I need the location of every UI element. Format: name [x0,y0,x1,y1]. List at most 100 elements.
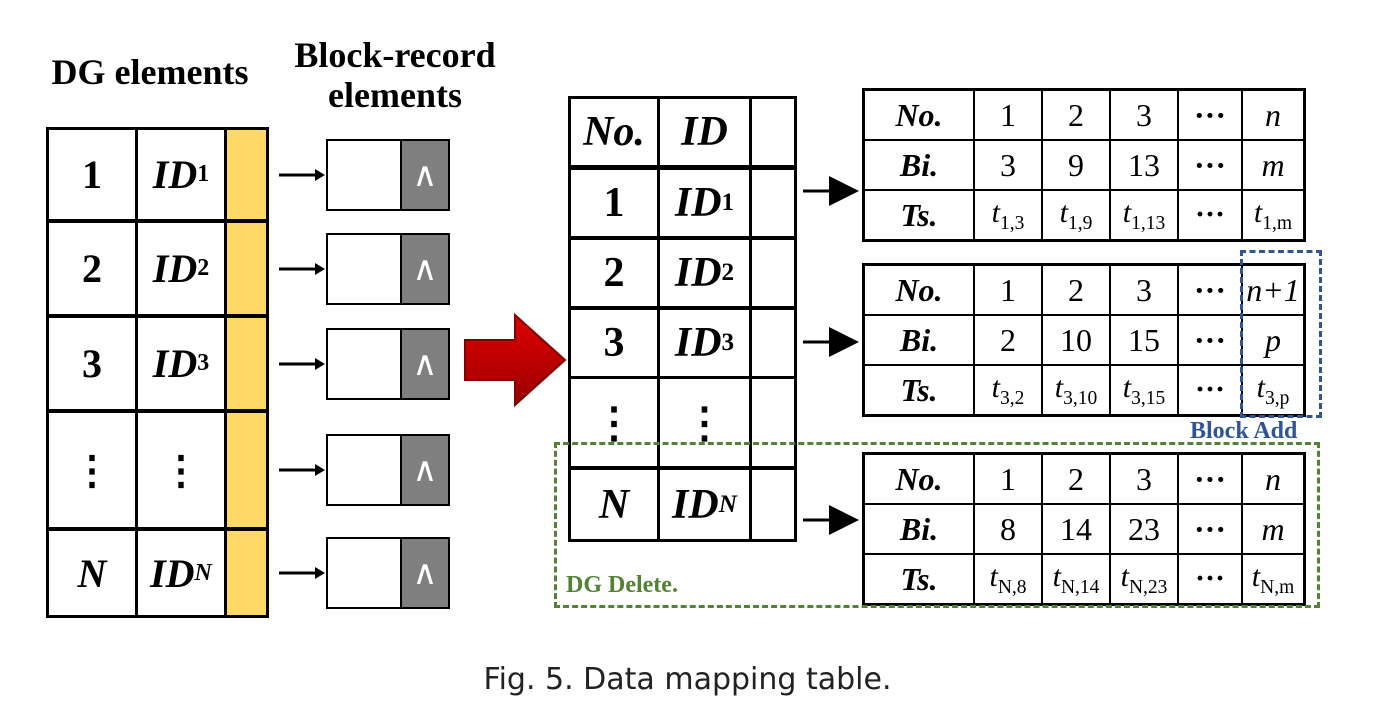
record-null-pointer-box: ∧ [400,232,450,305]
mapping-pointer-cell [749,96,797,168]
block-table-cell: 10 [1041,314,1111,366]
mapping-no-cell: N [568,467,660,542]
dg-elements-header: DG elements [51,52,249,92]
mapping-header-id: ID [657,96,752,168]
block-table-cell: m [1241,139,1306,191]
record-data-box [326,537,402,609]
block-table-cell: 23 [1109,503,1179,555]
block-table-cell: ··· [1177,452,1243,505]
block-table-cell: 3 [1109,263,1179,316]
mapping-pointer-cell [749,307,797,379]
block-table-row-label: Bi. [862,503,975,555]
record-null-pointer-box: ∧ [400,327,450,400]
block-table-cell: m [1241,503,1306,555]
dg-no-cell: 1 [46,127,138,222]
mapping-no-cell: 3 [568,307,660,379]
block-table-cell: 13 [1109,139,1179,191]
block-table-cell: ··· [1177,553,1243,606]
dg-pointer-cell [224,220,269,317]
dg-pointer-cell [224,127,269,222]
block-table-row-label: Bi. [862,314,975,366]
record-arrow-icon [279,357,325,370]
block-table-cell: ··· [1177,314,1243,366]
record-arrow-icon [279,168,325,181]
record-data-box [326,434,402,506]
block-table-cell: 9 [1041,139,1111,191]
block-table-cell: t1,m [1241,189,1306,242]
mapping-pointer-cell [749,376,797,469]
figure-caption: Fig. 5. Data mapping table. [483,662,892,697]
block-table-cell: 2 [1041,452,1111,505]
dg-pointer-cell [224,528,269,618]
block-table-cell: ··· [1177,88,1243,141]
block-table-cell: n+1 [1241,263,1306,316]
mapping-header-no: No. [568,96,660,168]
record-null-pointer-box: ∧ [400,138,450,211]
block-table-cell: 15 [1109,314,1179,366]
mapping-no-cell: 1 [568,167,660,239]
block-table-row-label: Ts. [862,189,975,242]
block-table-row-label: No. [862,263,975,316]
block-record-header-line2: elements [328,75,462,115]
block-table-cell: 8 [973,503,1043,555]
block-table-row-label: No. [862,88,975,141]
block-table-cell: 2 [973,314,1043,366]
mapping-arrow-icon [464,312,567,408]
record-data-box [326,327,402,400]
dg-no-cell: 3 [46,315,138,412]
block-table-cell: t3,15 [1109,364,1179,417]
record-null-pointer-box: ∧ [400,537,450,609]
block-table-cell: tN,m [1241,553,1306,606]
block-table-row-label: Bi. [862,139,975,191]
block-add-label: Block Add [1190,418,1298,444]
block-table-cell: 3 [1109,452,1179,505]
block-table-cell: 1 [973,452,1043,505]
mapping-arrows [803,176,859,535]
dg-pointer-cell [224,410,269,530]
dg-delete-region [554,442,1320,608]
block-add-region [1240,250,1322,418]
block-table-cell: tN,14 [1041,553,1111,606]
block-table-cell: 1 [973,263,1043,316]
block-table-cell: 3 [1109,88,1179,141]
block-record-header: Block-record elements [275,35,515,115]
block-table-cell: t1,9 [1041,189,1111,242]
dg-no-cell: ⋮ [46,410,138,530]
block-table-cell: ··· [1177,364,1243,417]
block-table-cell: t3,10 [1041,364,1111,417]
block-table-cell: ··· [1177,503,1243,555]
mapping-pointer-cell [749,237,797,309]
block-table-cell: 2 [1041,263,1111,316]
block-table-cell: n [1241,452,1306,505]
record-arrow-icon [279,464,325,476]
block-table-cell: 1 [973,88,1043,141]
dg-delete-label: DG Delete. [566,572,678,598]
block-table-cell: ··· [1177,139,1243,191]
mapping-no-cell: 2 [568,237,660,309]
block-table-row-label: Ts. [862,553,975,606]
block-table-cell: tN,23 [1109,553,1179,606]
block-table-cell: t1,3 [973,189,1043,242]
dg-id-cell: ⋮ [135,410,227,530]
record-arrow-icon [279,567,325,579]
block-table-cell: 2 [1041,88,1111,141]
block-table-cell: ··· [1177,263,1243,316]
record-data-box [326,232,402,305]
dg-no-cell: 2 [46,220,138,317]
block-table-cell: tN,8 [973,553,1043,606]
